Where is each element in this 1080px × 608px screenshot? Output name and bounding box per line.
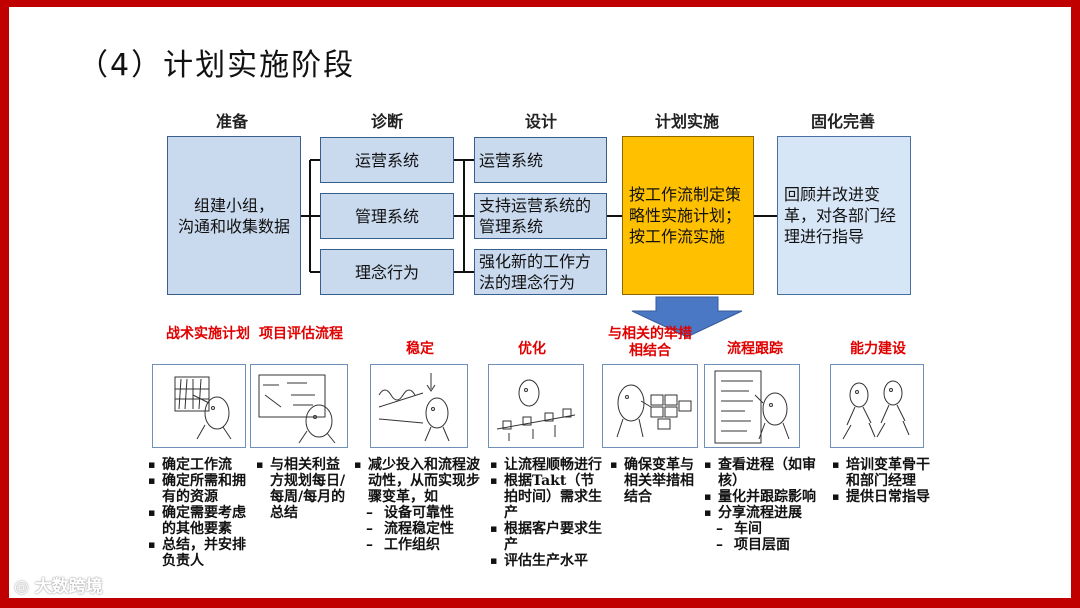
tracking-illustration: [704, 364, 800, 448]
plan-box: 按工作流制定策略性实施计划；按工作流实施: [622, 136, 754, 295]
bullets-stabilize: 减少投入和流程波动性，从而实现步骤变革，如设备可靠性流程稳定性工作组织: [352, 457, 484, 553]
bullet-item: 减少投入和流程波动性，从而实现步骤变革，如: [352, 457, 484, 505]
subtitle-tracking: 流程跟踪: [707, 341, 803, 358]
diagnosis-box-mindset: 理念行为: [320, 249, 454, 295]
sub-bullet-item: 项目层面: [702, 537, 820, 553]
bullet-item: 与相关利益方规划每日/每周/每月的总结: [254, 457, 350, 521]
bullet-item: 确保变革与相关举措相结合: [608, 457, 704, 505]
bullets-project-assessment: 与相关利益方规划每日/每周/每月的总结: [254, 457, 350, 521]
bullets-capability: 培训变革骨干和部门经理提供日常指导: [830, 457, 934, 505]
fix-box: 回顾并改进变革，对各部门经理进行指导: [777, 136, 911, 295]
bullet-item: 查看进程（如审核）: [702, 457, 820, 489]
project-assessment-illustration: [250, 364, 348, 448]
watermark-text: 大数跨境: [35, 577, 103, 597]
bullet-item: 确定需要考虑的其他要素: [146, 505, 248, 537]
bullet-item: 确定所需和拥有的资源: [146, 473, 248, 505]
watermark-logo: ◎ 大数跨境: [14, 572, 103, 597]
bullet-item: 总结，并安排负责人: [146, 537, 248, 569]
fix-box-text: 回顾并改进变革，对各部门经理进行指导: [784, 184, 907, 247]
bullet-item: 培训变革骨干和部门经理: [830, 457, 934, 489]
subtitle-tactical-plan: 战术实施计划: [160, 326, 256, 343]
bullets-tactical-plan: 确定工作流确定所需和拥有的资源确定需要考虑的其他要素总结，并安排负责人: [146, 457, 248, 569]
integrate-illustration: [602, 364, 698, 448]
subtitle-project-assessment: 项目评估流程: [253, 326, 349, 343]
stabilize-illustration: [370, 364, 468, 448]
prepare-box-text: 组建小组， 沟通和收集数据: [178, 195, 290, 237]
plan-box-text: 按工作流制定策略性实施计划；按工作流实施: [629, 184, 750, 247]
subtitle-optimize: 优化: [484, 341, 580, 358]
bullets-optimize: 让流程顺畅进行根据Takt（节拍时间）需求生产根据客户要求生产评估生产水平: [488, 457, 604, 569]
bullet-item: 让流程顺畅进行: [488, 457, 604, 473]
sub-bullet-item: 设备可靠性: [352, 505, 484, 521]
subtitle-integrate: 与相关的举措相结合: [602, 326, 698, 360]
bullet-item: 评估生产水平: [488, 553, 604, 569]
bullet-item: 根据客户要求生产: [488, 521, 604, 553]
bullet-item: 分享流程进展: [702, 505, 820, 521]
bullet-item: 量化并跟踪影响: [702, 489, 820, 505]
design-box-mindset: 强化新的工作方法的理念行为: [474, 249, 607, 295]
tactical-plan-illustration: [152, 364, 246, 448]
bullet-item: 根据Takt（节拍时间）需求生产: [488, 473, 604, 521]
subtitle-capability: 能力建设: [830, 341, 926, 358]
sub-bullet-item: 车间: [702, 521, 820, 537]
prepare-box: 组建小组， 沟通和收集数据: [167, 136, 301, 295]
bullet-item: 提供日常指导: [830, 489, 934, 505]
design-box-operations: 运营系统: [474, 137, 607, 183]
diagnosis-box-management: 管理系统: [320, 193, 454, 239]
design-box-management: 支持运营系统的管理系统: [474, 193, 607, 239]
diagnosis-box-operations: 运营系统: [320, 137, 454, 183]
sub-bullet-item: 工作组织: [352, 537, 484, 553]
sub-bullet-item: 流程稳定性: [352, 521, 484, 537]
subtitle-stabilize: 稳定: [372, 341, 468, 358]
watermark-icon: ◎: [14, 577, 29, 597]
optimize-illustration: [488, 364, 584, 448]
capability-illustration: [830, 364, 924, 448]
bullet-item: 确定工作流: [146, 457, 248, 473]
bullets-tracking: 查看进程（如审核）量化并跟踪影响分享流程进展车间项目层面: [702, 457, 820, 553]
bullets-integrate: 确保变革与相关举措相结合: [608, 457, 704, 505]
